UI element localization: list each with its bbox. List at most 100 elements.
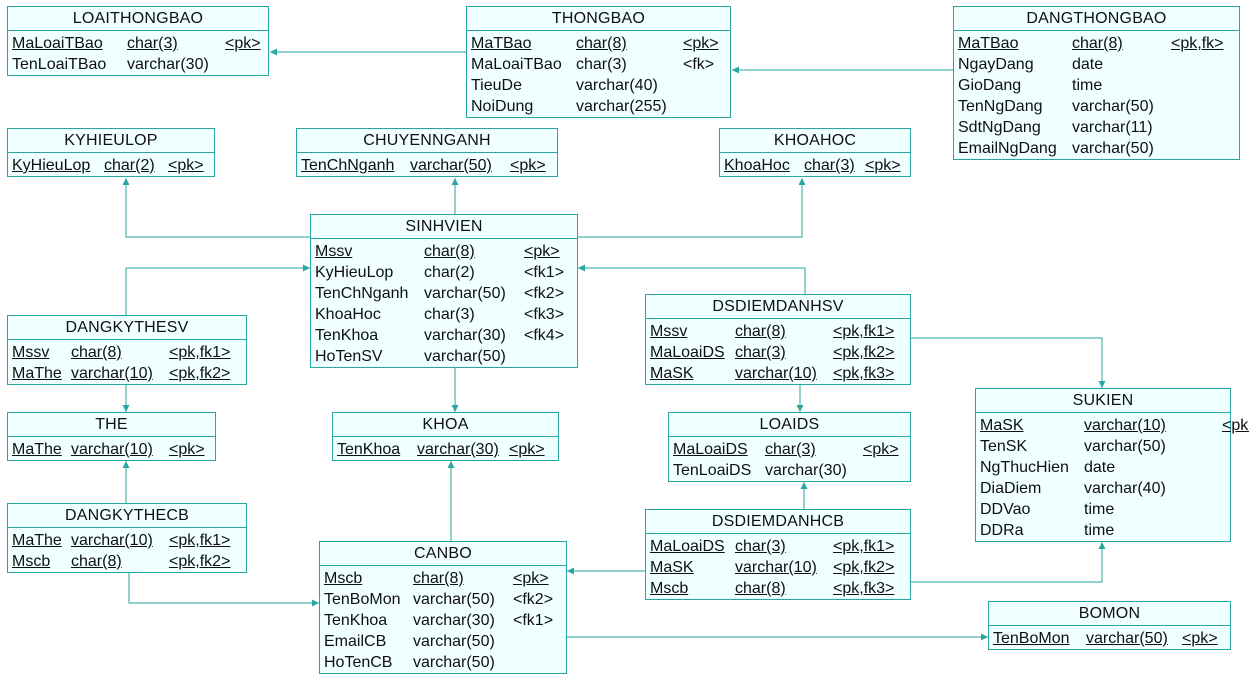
attribute-type: varchar(50) [413, 591, 495, 608]
attribute-type: char(3) [804, 157, 855, 174]
attribute-name: HoTenCB [324, 654, 393, 671]
attribute-name: MaTBao [471, 35, 532, 52]
attribute-type: varchar(50) [410, 157, 492, 174]
attribute-type: char(8) [71, 344, 122, 361]
attribute-type: char(8) [1072, 35, 1123, 52]
attribute-name: GioDang [958, 77, 1022, 94]
attribute-type: varchar(30) [424, 327, 506, 344]
relationship-dangthongbao-to-thongbao [732, 66, 953, 74]
attribute-key: <pk,fk2> [833, 344, 895, 361]
attribute-name: MaLoaiTBao [471, 56, 562, 73]
relationship-line [911, 337, 1103, 388]
attribute-key: <pk> [524, 243, 560, 260]
arrowhead-icon [451, 405, 459, 412]
entity-title: LOAITHONGBAO [8, 7, 268, 31]
attribute-name: MaTBao [958, 35, 1019, 52]
attribute-type: char(8) [424, 243, 475, 260]
attribute-type: varchar(10) [1084, 417, 1166, 434]
attribute-name: EmailCB [324, 633, 387, 650]
attribute-key: <fk1> [513, 612, 554, 629]
arrowhead-icon [270, 48, 277, 56]
attribute-name: HoTenSV [315, 348, 383, 365]
attribute-name: MaSK [650, 559, 694, 576]
arrowhead-icon [303, 264, 310, 272]
attribute-key: <pk,fk1> [833, 538, 895, 555]
attribute-name: DDVao [980, 501, 1031, 518]
attribute-type: char(8) [735, 323, 786, 340]
entity-title: LOAIDS [669, 413, 910, 437]
attribute-type: char(8) [413, 570, 464, 587]
attribute-name: TenChNganh [315, 285, 409, 302]
attribute-type: char(3) [576, 56, 627, 73]
attribute-name: MaSK [650, 365, 694, 382]
attribute-name: NgThucHien [980, 459, 1069, 476]
entity-title: DANGKYTHESV [8, 316, 246, 340]
attribute-name: Mscb [12, 553, 51, 570]
relationship-line [578, 178, 803, 238]
attribute-key: <pk,fk1> [833, 323, 895, 340]
relationship-sinhvien-to-kyhieulop [122, 178, 310, 238]
attribute-key: <fk2> [524, 285, 565, 302]
arrowhead-icon [1098, 381, 1106, 388]
attribute-key: <pk,fk2> [833, 559, 895, 576]
attribute-key: <pk,fk2> [169, 553, 231, 570]
relationship-line [578, 267, 806, 294]
relationship-dsdiemdanhsv-to-sinhvien [578, 264, 806, 294]
attribute-name: KyHieuLop [315, 264, 394, 281]
arrowhead-icon [732, 66, 739, 74]
attribute-name: TenKhoa [315, 327, 379, 344]
attribute-name: MaLoaiDS [650, 538, 725, 555]
relationship-dangkythecb-to-the [122, 461, 130, 503]
attribute-key: <fk> [683, 56, 715, 73]
attribute-type: time [1072, 77, 1103, 94]
entity-sukien[interactable]: SUKIENMaSKvarchar(10)<pk>TenSKvarchar(50… [975, 388, 1249, 542]
attribute-name: Mssv [315, 243, 353, 260]
attribute-name: MaThe [12, 365, 62, 382]
entity-title: DANGKYTHECB [8, 504, 246, 528]
attribute-type: varchar(11) [1072, 119, 1153, 136]
entity-title: DSDIEMDANHSV [646, 295, 910, 319]
attribute-key: <pk> [169, 441, 205, 458]
attribute-type: varchar(10) [71, 365, 153, 382]
attribute-type: varchar(10) [71, 532, 153, 549]
attribute-key: <pk> [510, 157, 546, 174]
attribute-row: MaLoaiTBao char(3) <fk> [467, 54, 730, 75]
attribute-name: TenLoaiTBao [12, 56, 107, 73]
relationship-dsdiemdanhcb-to-canbo [567, 567, 645, 575]
